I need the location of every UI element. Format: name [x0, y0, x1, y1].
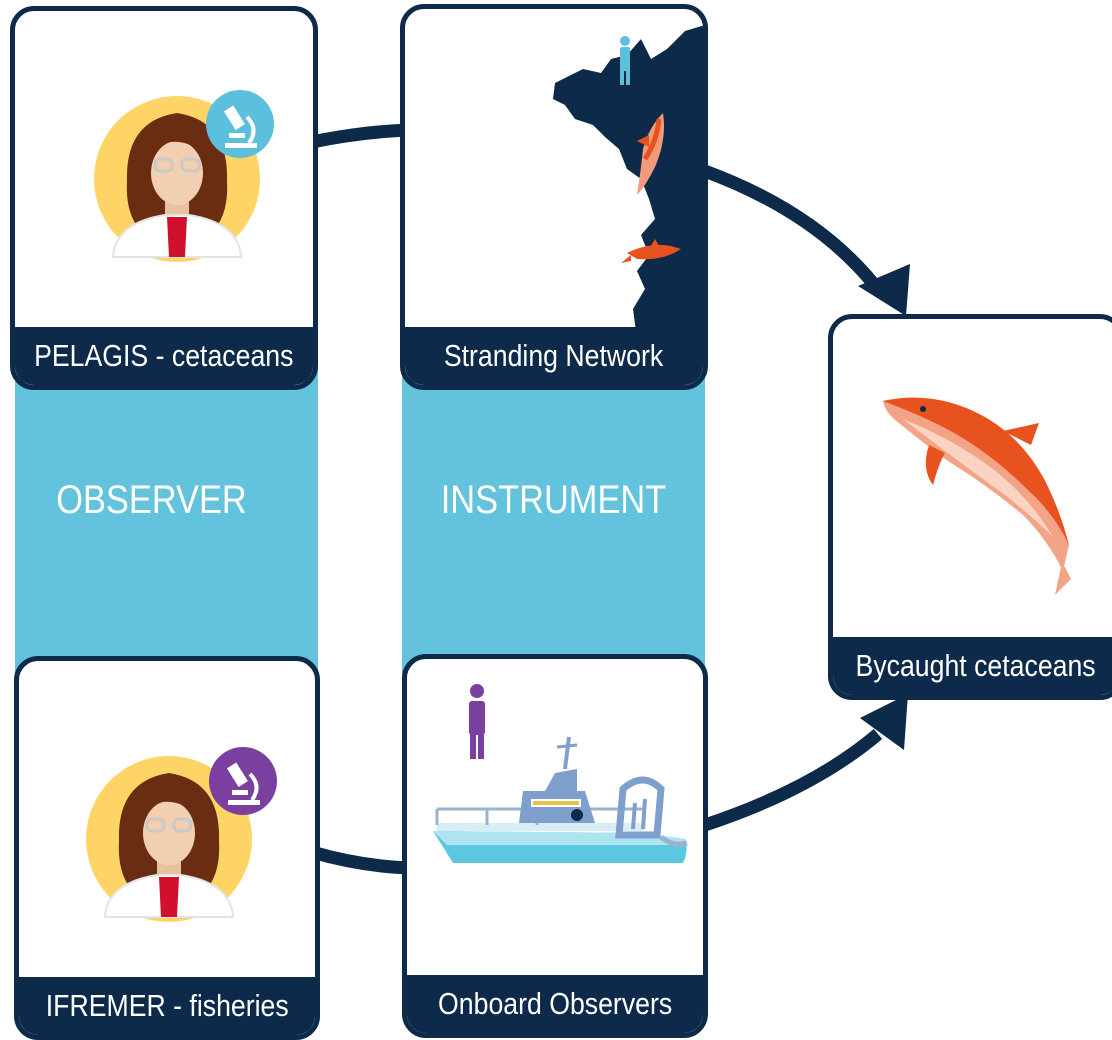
- card-stranding: Stranding Network: [400, 4, 708, 390]
- microscope-icon: [209, 747, 277, 815]
- caption-stranding: Stranding Network: [405, 327, 703, 385]
- card-onboard: Onboard Observers: [402, 654, 708, 1038]
- observer-person-icon: [469, 684, 485, 759]
- microscope-icon: [206, 90, 274, 158]
- card-bycaught: Bycaught cetaceans: [828, 314, 1112, 700]
- arrow-stranding-bycaught: [699, 163, 877, 287]
- stranded-dolphin-icon: [637, 113, 664, 195]
- connector-ifremer-onboard: [310, 845, 409, 875]
- coastline-map-icon: [553, 25, 703, 339]
- fishing-vessel-icon: [433, 684, 688, 863]
- scientist-avatar: [86, 747, 277, 922]
- scientist-avatar: [94, 90, 274, 262]
- stranded-porpoise-icon: [621, 239, 681, 263]
- caption-bycaught: Bycaught cetaceans: [833, 637, 1112, 695]
- caption-onboard: Onboard Observers: [407, 975, 703, 1033]
- connector-pelagis-stranding: [310, 123, 409, 149]
- instrument-label: INSTRUMENT: [440, 478, 667, 522]
- arrow-onboard-bycaught: [699, 729, 883, 833]
- instrument-band: INSTRUMENT: [402, 360, 705, 690]
- card-ifremer: IFREMER - fisheries: [14, 656, 320, 1040]
- arrowhead-top: [858, 264, 910, 316]
- caption-ifremer: IFREMER - fisheries: [19, 977, 315, 1035]
- person-icon: [620, 36, 630, 85]
- dolphin-icon: [883, 397, 1071, 595]
- arrowhead-bottom: [860, 694, 908, 750]
- observer-band: OBSERVER: [15, 360, 318, 690]
- caption-pelagis: PELAGIS - cetaceans: [15, 327, 313, 385]
- observer-label: OBSERVER: [56, 478, 247, 522]
- card-pelagis: PELAGIS - cetaceans: [10, 6, 318, 390]
